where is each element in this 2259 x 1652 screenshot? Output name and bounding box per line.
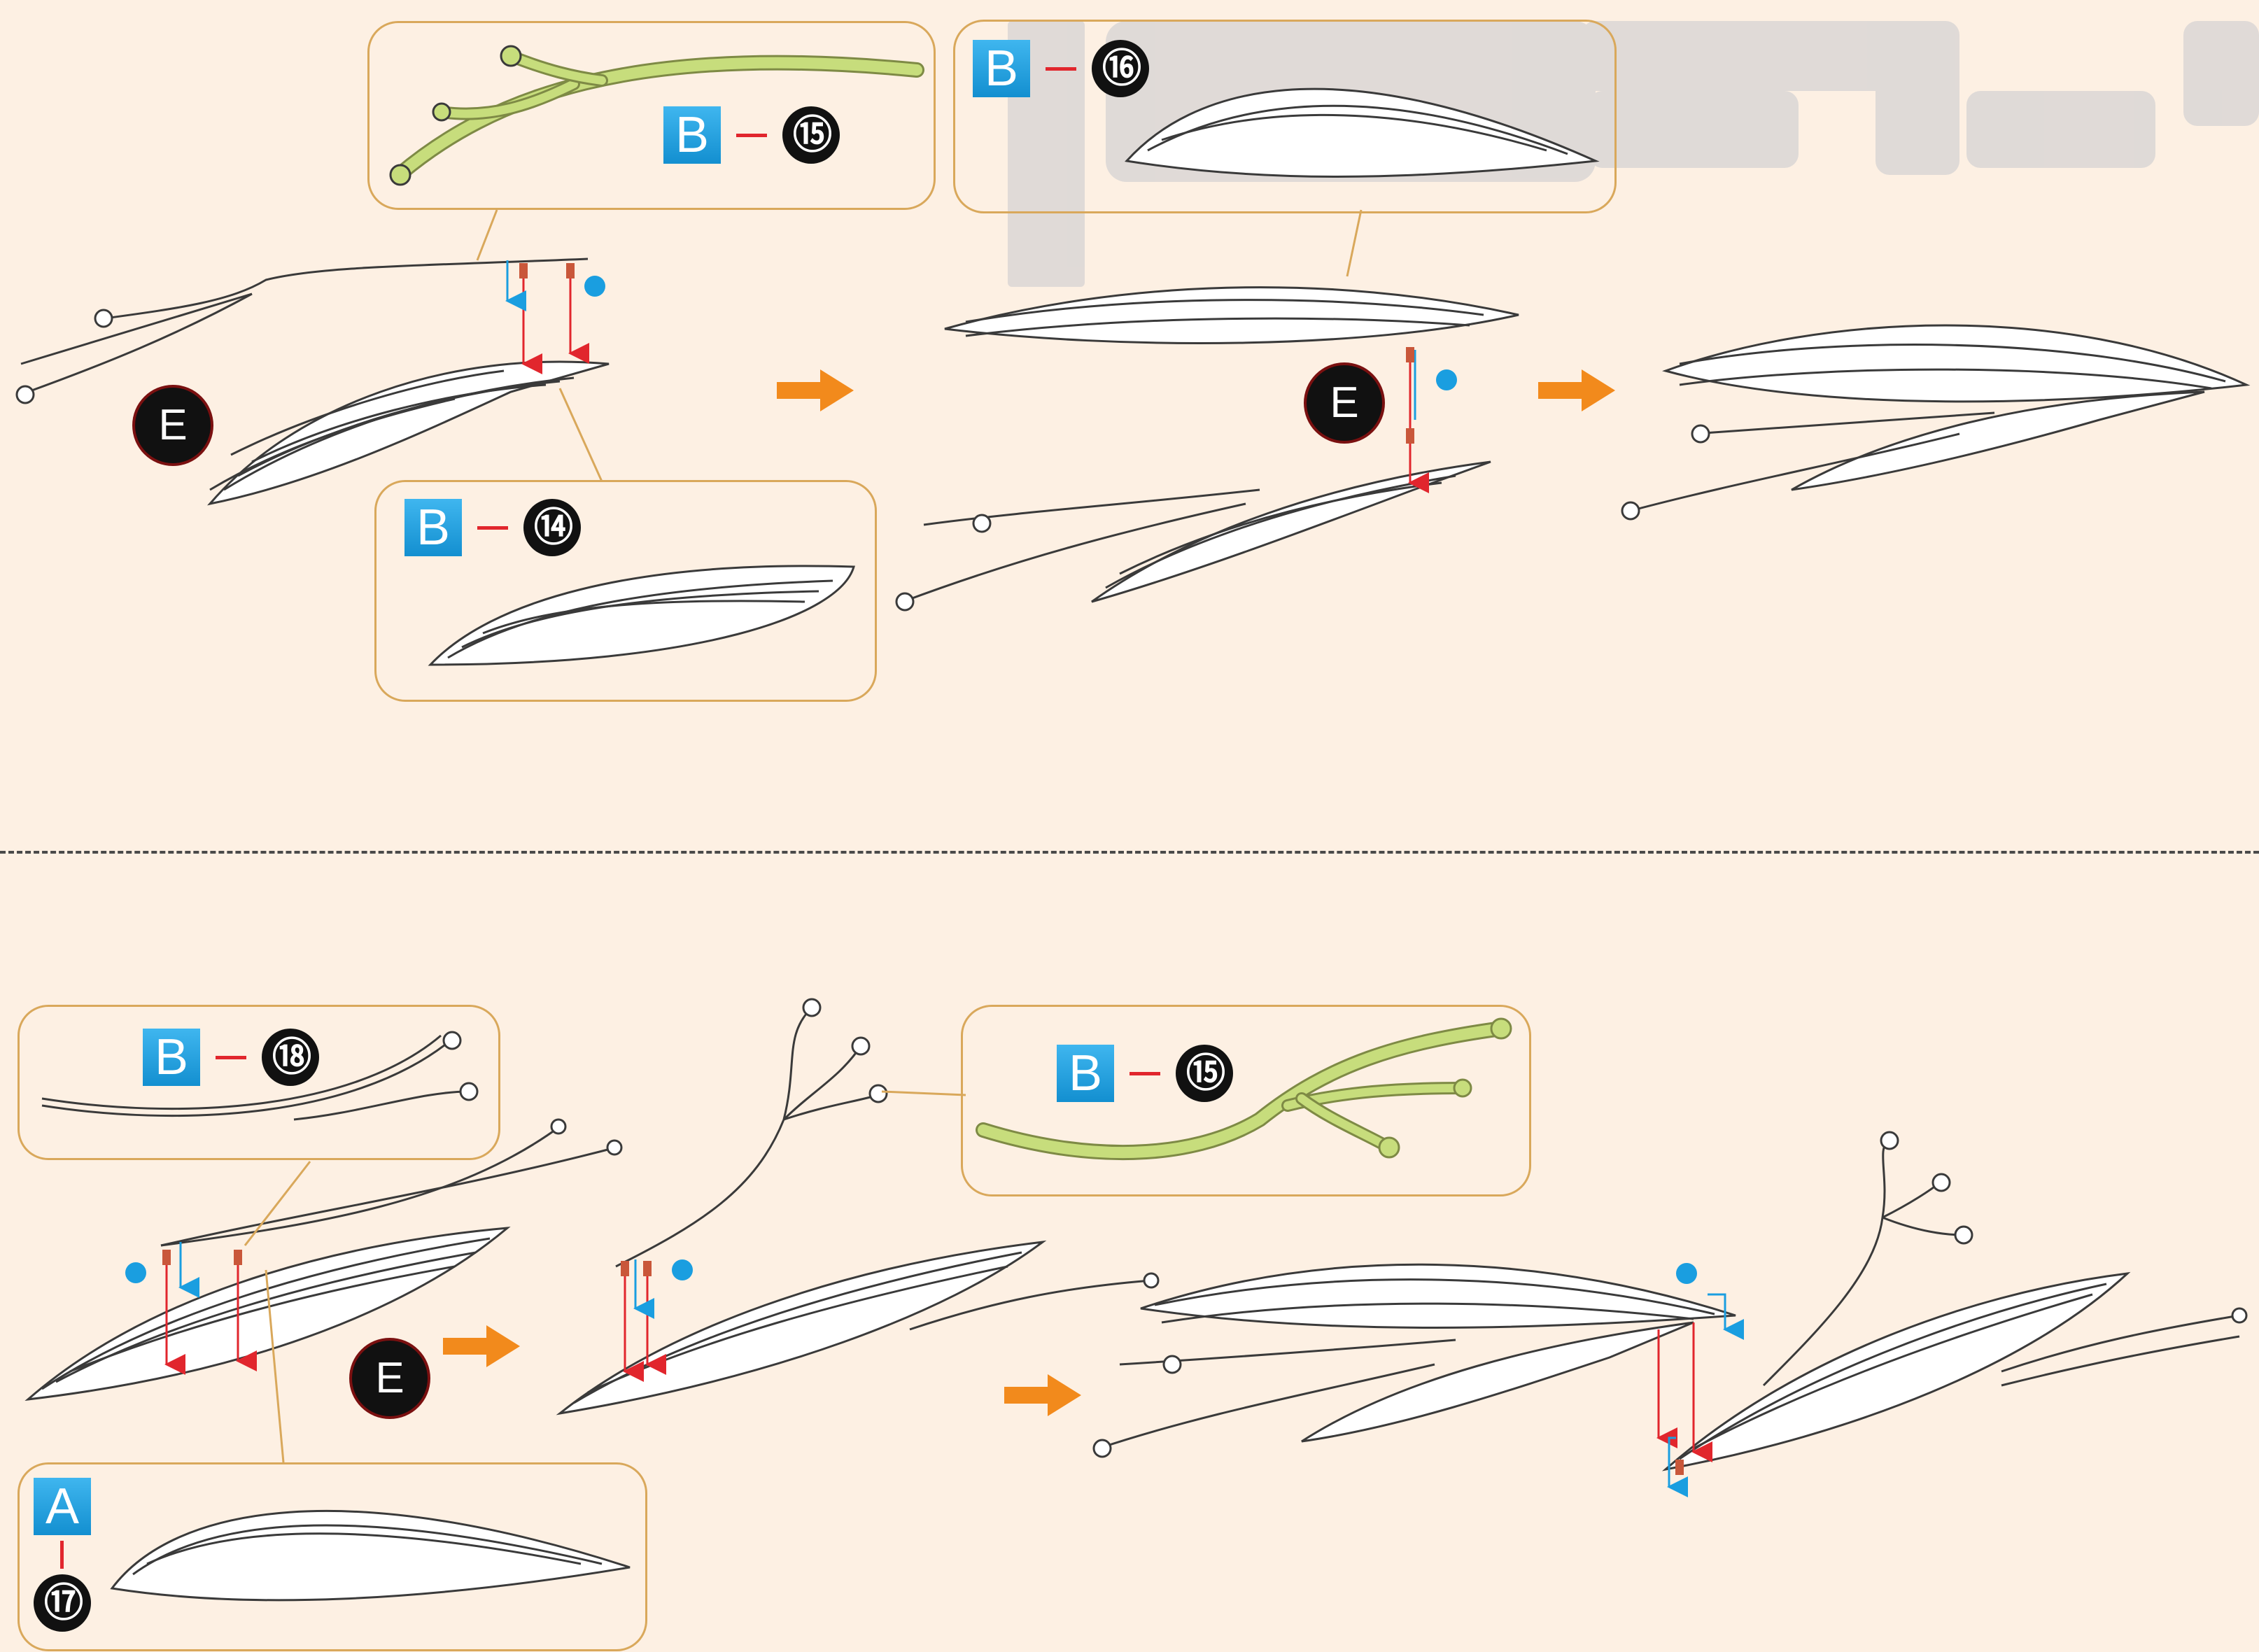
glue-dot-icon	[584, 276, 605, 297]
part-number: ⑭	[523, 499, 581, 556]
sheet-badge: B	[143, 1029, 200, 1086]
sheet-badge: B	[1057, 1045, 1114, 1102]
glue-dot-icon	[1676, 1263, 1697, 1284]
step-arrow-icon	[1004, 1374, 1081, 1416]
label-b15-top: B ⑮	[663, 106, 840, 164]
label-connector	[216, 1056, 246, 1059]
label-connector	[1130, 1072, 1160, 1075]
wing-b16-assembly	[896, 288, 1519, 610]
label-b14: B ⑭	[404, 499, 581, 556]
part-number: ⑰	[34, 1574, 91, 1632]
step-arrow-icon	[1538, 369, 1615, 411]
glue-dot-icon	[672, 1259, 693, 1280]
label-connector	[1046, 67, 1076, 71]
e-badge-bottom-left: E	[352, 1341, 428, 1416]
section-divider	[0, 851, 2259, 854]
label-connector	[60, 1541, 64, 1569]
e-badge-top-left: E	[135, 388, 211, 463]
callout-b15-bottom	[961, 1005, 1531, 1196]
label-b15-bottom: B ⑮	[1057, 1045, 1233, 1102]
label-connector	[477, 526, 508, 530]
step-arrow-icon	[777, 369, 854, 411]
insert-arrows-2	[1406, 347, 1457, 483]
label-b18: B ⑱	[143, 1029, 319, 1086]
sheet-badge: B	[973, 40, 1030, 97]
sheet-badge: B	[404, 499, 462, 556]
label-a17: A ⑰	[34, 1478, 91, 1632]
part-number: ⑮	[1176, 1045, 1233, 1102]
callout-b15-top	[367, 21, 936, 210]
part-number: ⑱	[262, 1029, 319, 1086]
sheet-badge: B	[663, 106, 721, 164]
insert-arrows-1	[507, 260, 605, 364]
callout-a17	[17, 1462, 647, 1651]
part-number: ⑯	[1092, 40, 1149, 97]
label-connector	[736, 134, 767, 137]
label-b16: B ⑯	[973, 40, 1149, 97]
step-arrow-icon	[443, 1325, 520, 1367]
e-badge-top-middle: E	[1307, 365, 1382, 441]
glue-dot-icon	[125, 1262, 146, 1283]
finished-wing-top	[1622, 325, 2246, 519]
glue-dot-icon	[1436, 369, 1457, 390]
part-number: ⑮	[782, 106, 840, 164]
wing-a17-assembly	[28, 1120, 621, 1399]
sheet-badge: A	[34, 1478, 91, 1535]
